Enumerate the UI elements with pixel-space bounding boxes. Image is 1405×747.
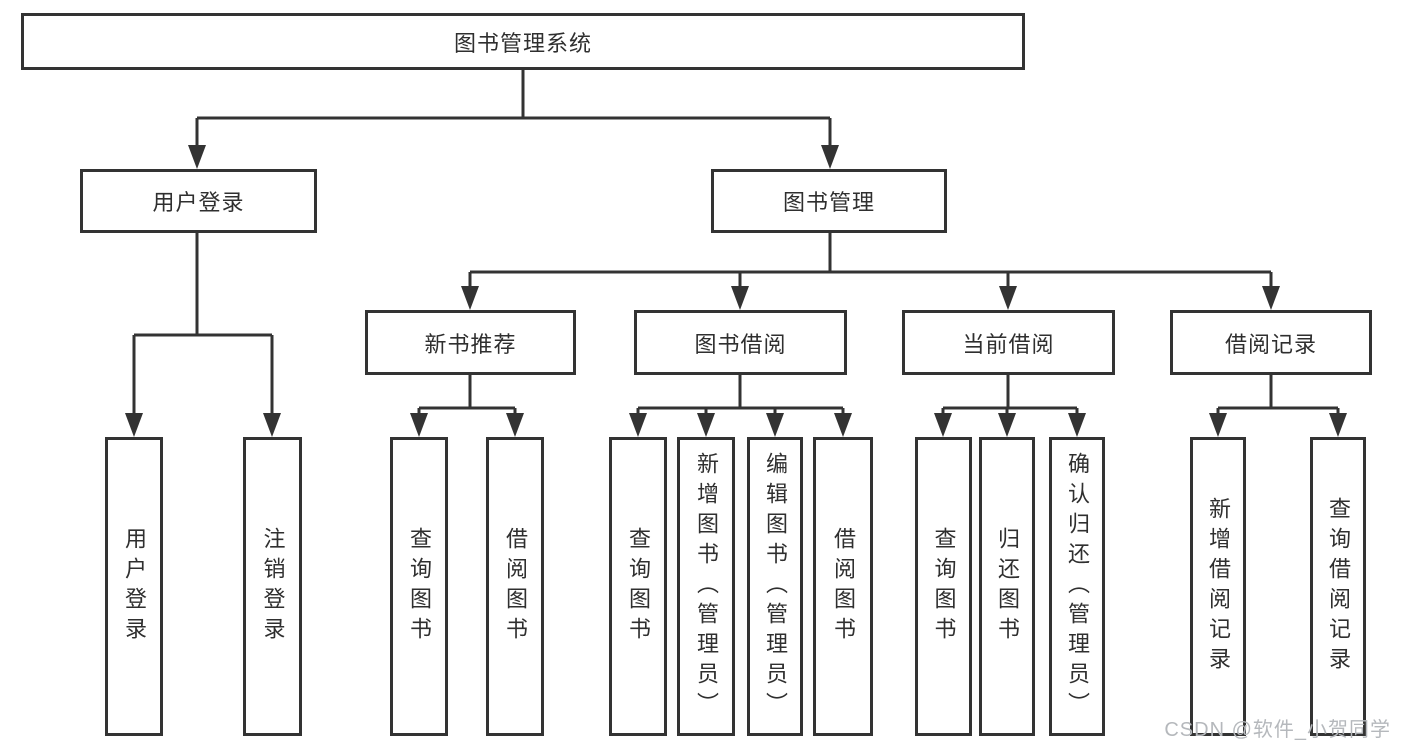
node-current-borrow-label: 当前借阅 <box>962 331 1055 357</box>
node-book-management-label: 图书管理 <box>782 190 875 215</box>
node-library-system: 图书管理系统 <box>21 13 1025 70</box>
node-user-login: 用户登录 <box>80 169 317 233</box>
leaf-borrow-books-recommend: 借阅图书 <box>486 437 544 736</box>
node-library-system-label: 图书管理系统 <box>453 30 592 56</box>
node-new-book-recommend: 新书推荐 <box>365 310 576 375</box>
leaf-borrow-books-borrow-label: 借阅图书 <box>831 526 856 647</box>
leaf-add-borrow-record-label: 新增借阅记录 <box>1206 496 1231 677</box>
leaf-return-book: 归还图书 <box>979 437 1035 736</box>
leaf-user-login: 用户登录 <box>105 437 163 736</box>
leaf-edit-book-admin-label: 编辑图书（管理员） <box>763 451 788 722</box>
leaf-add-book-admin-label: 新增图书（管理员） <box>694 451 719 722</box>
node-book-management: 图书管理 <box>711 169 947 233</box>
node-new-book-recommend-label: 新书推荐 <box>424 331 517 357</box>
leaf-borrow-books-borrow: 借阅图书 <box>813 437 873 736</box>
leaf-query-borrow-record: 查询借阅记录 <box>1310 437 1366 736</box>
watermark: CSDN @软件_小贺同学 <box>1164 719 1391 741</box>
node-book-borrow: 图书借阅 <box>634 310 847 375</box>
leaf-confirm-return-admin-label: 确认归还（管理员） <box>1065 451 1090 722</box>
leaf-query-borrow-record-label: 查询借阅记录 <box>1326 496 1351 677</box>
leaf-add-borrow-record: 新增借阅记录 <box>1190 437 1246 736</box>
leaf-return-book-label: 归还图书 <box>995 526 1020 647</box>
leaf-add-book-admin: 新增图书（管理员） <box>677 437 735 736</box>
leaf-query-books-borrow: 查询图书 <box>609 437 667 736</box>
leaf-borrow-books-recommend-label: 借阅图书 <box>503 526 528 647</box>
node-borrow-records-label: 借阅记录 <box>1224 331 1317 357</box>
leaf-query-books-current-label: 查询图书 <box>931 526 957 647</box>
leaf-logout-label: 注销登录 <box>260 526 286 647</box>
node-book-borrow-label: 图书借阅 <box>694 331 787 357</box>
leaf-query-books-recommend: 查询图书 <box>390 437 448 736</box>
leaf-query-books-current: 查询图书 <box>915 437 972 736</box>
leaf-confirm-return-admin: 确认归还（管理员） <box>1049 437 1105 736</box>
leaf-edit-book-admin: 编辑图书（管理员） <box>747 437 803 736</box>
leaf-user-login-label: 用户登录 <box>122 526 147 647</box>
node-borrow-records: 借阅记录 <box>1170 310 1372 375</box>
leaf-query-books-borrow-label: 查询图书 <box>626 526 651 647</box>
leaf-logout: 注销登录 <box>243 437 302 736</box>
node-user-login-label: 用户登录 <box>152 190 245 215</box>
node-current-borrow: 当前借阅 <box>902 310 1115 375</box>
leaf-query-books-recommend-label: 查询图书 <box>407 526 432 647</box>
